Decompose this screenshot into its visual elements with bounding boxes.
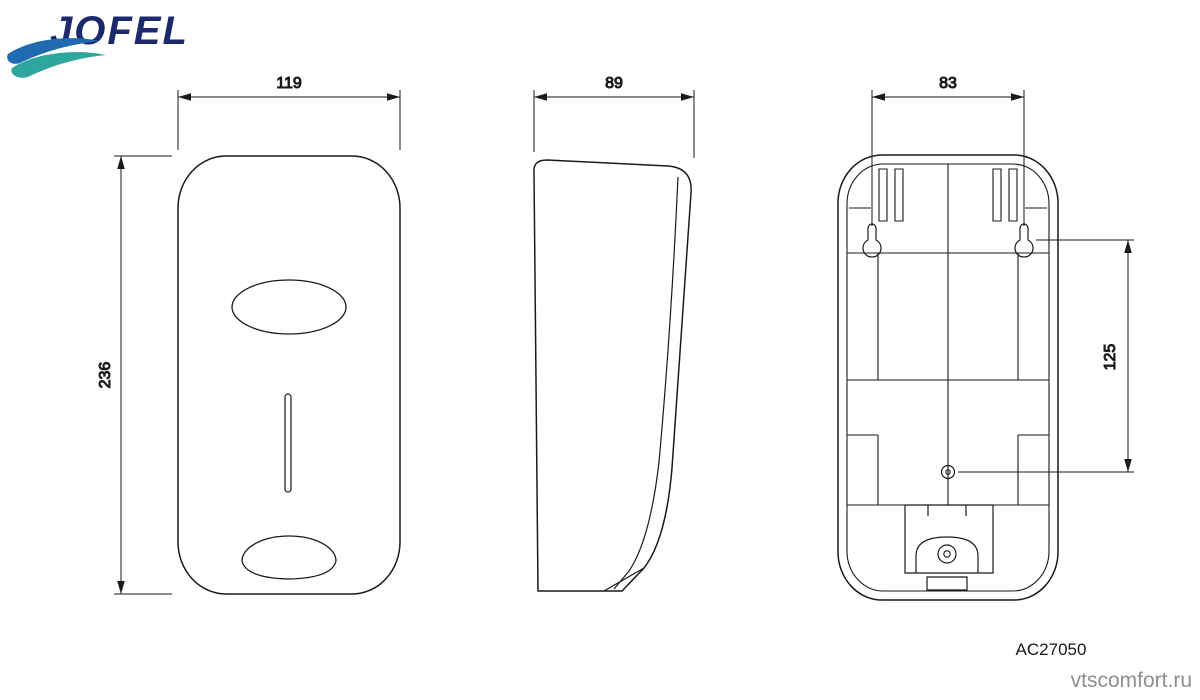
logo-wave-blue-icon: [7, 38, 100, 64]
side-bottom-fold-line: [603, 567, 645, 592]
side-body-outline: [533, 159, 692, 592]
latch-roller-outer: [937, 544, 957, 564]
front-height-dimension-lines: [114, 155, 172, 595]
model-number: AC27050: [1016, 640, 1087, 659]
back-mount-width-dimension: 83: [871, 75, 1025, 226]
front-level-slot: [284, 393, 292, 493]
mounting-keyhole-right: [1014, 223, 1034, 258]
front-window-ellipse: [231, 279, 347, 335]
side-view: [533, 159, 692, 592]
back-mount-spacing-label: 125: [1102, 344, 1119, 371]
back-mount-spacing-dimension-lines: [958, 239, 1134, 473]
jofel-logo-text: JOFEL: [50, 9, 189, 53]
front-width-dimension-lines: [177, 90, 401, 150]
front-view: [177, 155, 401, 595]
back-view: [837, 154, 1059, 601]
front-height-dimension: 236: [97, 155, 172, 595]
back-body-outline: [837, 154, 1059, 601]
back-mount-width-label: 83: [939, 75, 957, 92]
front-width-dimension: 119: [177, 75, 401, 150]
logo-wave-teal-icon: [11, 52, 106, 78]
back-internal-frame-lines: [847, 164, 1049, 506]
back-vent-slots: [878, 168, 1018, 222]
watermark: vtscomfort.ru: [1071, 669, 1192, 692]
back-mount-width-dimension-lines: [871, 90, 1025, 226]
side-cover-edge-line: [613, 176, 679, 590]
side-depth-dimension-lines: [533, 90, 695, 158]
back-mount-spacing-dimension: 125: [958, 239, 1134, 473]
bottom-latch-mechanism: [904, 504, 994, 591]
front-push-lever: [241, 535, 337, 580]
bottom-screw-hole-inner: [945, 469, 951, 475]
jofel-logo: JOFEL: [7, 9, 189, 78]
front-height-label: 236: [97, 362, 114, 389]
mounting-keyhole-left: [862, 223, 882, 258]
front-body-outline: [177, 155, 401, 595]
latch-roller-inner: [943, 550, 951, 558]
front-width-label: 119: [276, 75, 302, 92]
side-depth-dimension: 89: [533, 75, 695, 158]
back-internal-ribs: [847, 207, 1049, 505]
side-depth-label: 89: [605, 75, 623, 92]
bottom-screw-hole-outer: [940, 464, 956, 480]
